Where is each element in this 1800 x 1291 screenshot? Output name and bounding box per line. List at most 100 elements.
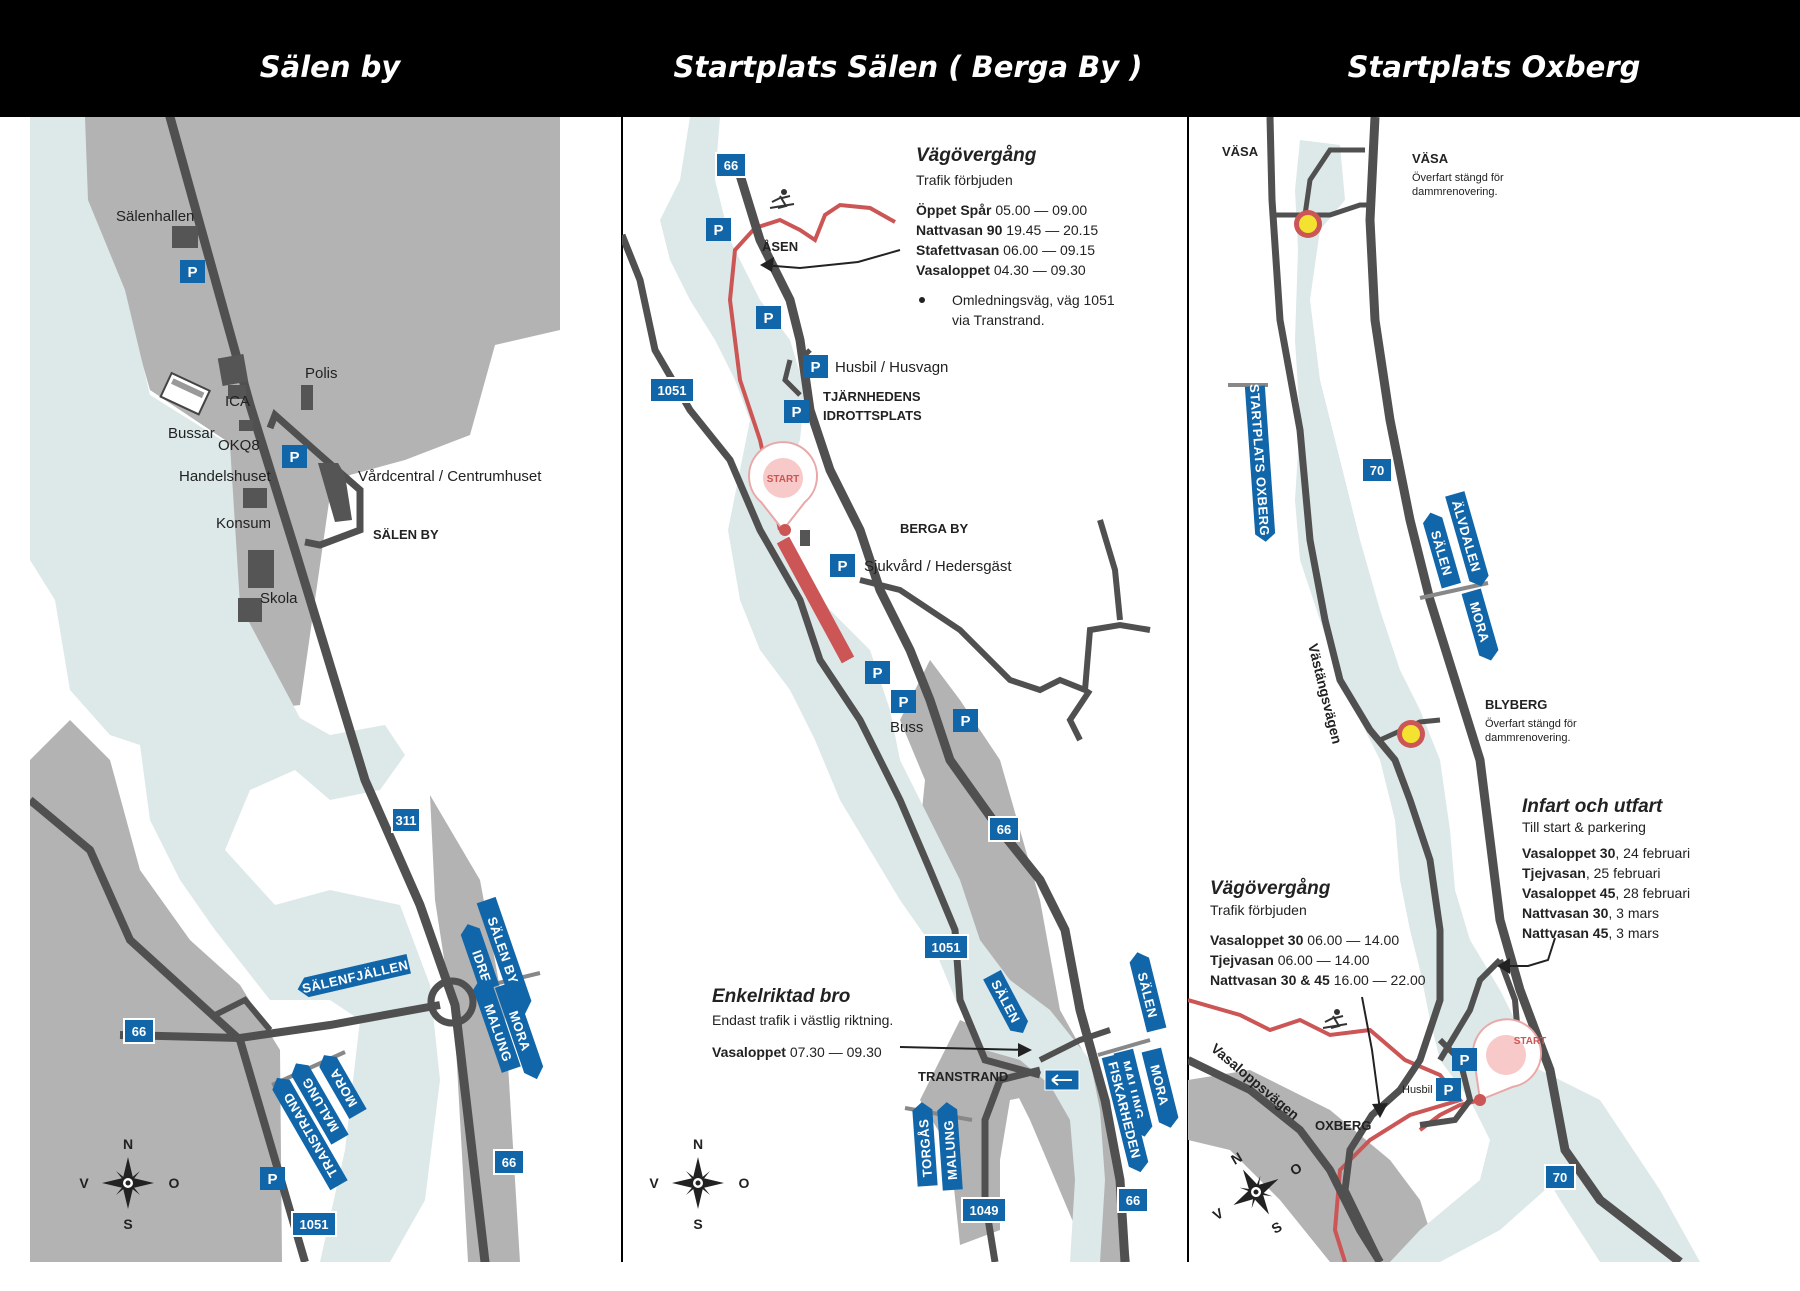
panel-startplats-oxberg-map: START VÄSA VÄSA Överfart stängd för damm… bbox=[1188, 117, 1700, 1262]
place-husbil: Husbil / Husvagn bbox=[835, 359, 948, 376]
parking-icon: P bbox=[180, 260, 205, 283]
place-konsum: Konsum bbox=[216, 515, 271, 532]
road-shield-66: 66 bbox=[715, 152, 747, 178]
svg-text:Nattvasan 45, 3 mars: Nattvasan 45, 3 mars bbox=[1522, 925, 1659, 941]
start-marker: START bbox=[748, 441, 818, 531]
svg-text:1049: 1049 bbox=[970, 1203, 999, 1218]
parking-icon: P bbox=[260, 1167, 285, 1190]
oxberg-crossing-row: Vasaloppet 30 06.00 — 14.00 bbox=[1210, 932, 1399, 948]
svg-text:P: P bbox=[289, 449, 299, 466]
oxberg-crossing-title: Vägövergång bbox=[1210, 878, 1331, 899]
svg-text:Stafettvasan 06.00 — 09.15: Stafettvasan 06.00 — 09.15 bbox=[916, 242, 1095, 258]
svg-text:Vasaloppet 45, 28 februari: Vasaloppet 45, 28 februari bbox=[1522, 885, 1690, 901]
road-shield-70: 70 bbox=[1361, 457, 1393, 483]
svg-text:66: 66 bbox=[1126, 1193, 1140, 1208]
place-vasa-right: VÄSA bbox=[1412, 151, 1449, 166]
compass-icon: N S V O bbox=[1210, 1149, 1305, 1237]
svg-text:P: P bbox=[872, 665, 882, 682]
svg-text:V: V bbox=[79, 1175, 89, 1191]
svg-text:Vasaloppet 30 06.00 — 14.00: Vasaloppet 30 06.00 — 14.00 bbox=[1210, 932, 1399, 948]
svg-text:P: P bbox=[187, 264, 197, 281]
svg-text:66: 66 bbox=[502, 1155, 516, 1170]
place-idrottsplats: IDROTTSPLATS bbox=[823, 408, 922, 423]
svg-text:1051: 1051 bbox=[300, 1217, 329, 1232]
svg-text:START: START bbox=[767, 474, 800, 485]
svg-text:66: 66 bbox=[997, 822, 1011, 837]
place-handelshuset: Handelshuset bbox=[179, 468, 272, 485]
place-vasa-left: VÄSA bbox=[1222, 144, 1259, 159]
crossing-row: Stafettvasan 06.00 — 09.15 bbox=[916, 242, 1095, 258]
svg-text:N: N bbox=[123, 1136, 133, 1152]
direction-sign-salen: SÄLEN bbox=[1423, 512, 1461, 589]
place-sjukvard: Sjukvård / Hedersgäst bbox=[864, 558, 1012, 575]
bridge-title: Enkelriktad bro bbox=[712, 986, 850, 1007]
infart-row: Nattvasan 45, 3 mars bbox=[1522, 925, 1659, 941]
svg-text:Nattvasan 30 & 45 16.00 — 22.0: Nattvasan 30 & 45 16.00 — 22.00 bbox=[1210, 972, 1426, 988]
svg-text:O: O bbox=[169, 1175, 180, 1191]
svg-text:P: P bbox=[898, 694, 908, 711]
parking-icon: P bbox=[784, 400, 809, 423]
place-blyberg: BLYBERG bbox=[1485, 697, 1547, 712]
svg-text:START: START bbox=[1514, 1036, 1547, 1047]
svg-text:Vasaloppet 30, 24 februari: Vasaloppet 30, 24 februari bbox=[1522, 845, 1690, 861]
header-bar bbox=[0, 0, 1800, 117]
parking-icon: P bbox=[1436, 1078, 1461, 1101]
blyberg-note-2: dammrenovering. bbox=[1485, 732, 1571, 744]
svg-text:P: P bbox=[1443, 1082, 1453, 1099]
svg-text:P: P bbox=[1459, 1052, 1469, 1069]
place-salenhallen: Sälenhallen bbox=[116, 208, 194, 225]
infart-row: Vasaloppet 30, 24 februari bbox=[1522, 845, 1690, 861]
parking-icon: P bbox=[830, 554, 855, 577]
svg-text:1051: 1051 bbox=[932, 940, 961, 955]
direction-sign-torgas: TORGÅS bbox=[912, 1102, 938, 1187]
direction-sign-malung: MALUNG bbox=[937, 1102, 963, 1191]
svg-text:P: P bbox=[810, 359, 820, 376]
infart-row: Tjejvasan, 25 februari bbox=[1522, 865, 1661, 881]
svg-text:S: S bbox=[1268, 1218, 1284, 1237]
svg-text:P: P bbox=[791, 404, 801, 421]
vasa-note-2: dammrenovering. bbox=[1412, 186, 1498, 198]
parking-icon: P bbox=[1452, 1048, 1477, 1071]
place-husbil: Husbil bbox=[1402, 1084, 1433, 1096]
svg-text:311: 311 bbox=[396, 813, 417, 828]
place-transtrand: TRANSTRAND bbox=[918, 1069, 1008, 1084]
compass-icon: N S V O bbox=[79, 1136, 179, 1232]
crossing-subtitle: Trafik förbjuden bbox=[916, 172, 1013, 188]
oxberg-crossing-subtitle: Trafik förbjuden bbox=[1210, 902, 1307, 918]
crossing-row: Öppet Spår 05.00 — 09.00 bbox=[916, 202, 1087, 218]
skier-icon bbox=[1322, 1009, 1348, 1029]
crossing-row: Vasaloppet 04.30 — 09.30 bbox=[916, 262, 1086, 278]
crossing-title: Vägövergång bbox=[916, 145, 1037, 166]
svg-text:P: P bbox=[763, 310, 773, 327]
svg-text:P: P bbox=[960, 713, 970, 730]
road-shield-1049: 1049 bbox=[961, 1197, 1007, 1223]
detour-note-2: via Transtrand. bbox=[952, 312, 1045, 328]
direction-sign-mora: MORA bbox=[1461, 588, 1499, 661]
bridge-row: Vasaloppet 07.30 — 09.30 bbox=[712, 1044, 882, 1060]
svg-text:Vasaloppet 04.30 — 09.30: Vasaloppet 04.30 — 09.30 bbox=[916, 262, 1086, 278]
svg-text:Tjejvasan, 25 februari: Tjejvasan, 25 februari bbox=[1522, 865, 1661, 881]
bridge-subtitle: Endast trafik i västlig riktning. bbox=[712, 1012, 893, 1028]
panel-startplats-salen-map: START Vägövergång Trafik förbjuden Öppet… bbox=[622, 117, 1179, 1262]
svg-text:P: P bbox=[713, 222, 723, 239]
parking-icon: P bbox=[891, 690, 916, 713]
place-vardcentral: Vårdcentral / Centrumhuset bbox=[358, 468, 542, 485]
svg-text:Öppet Spår 05.00 — 09.00: Öppet Spår 05.00 — 09.00 bbox=[916, 202, 1087, 218]
place-skola: Skola bbox=[260, 590, 298, 607]
place-polis: Polis bbox=[305, 365, 338, 382]
svg-text:S: S bbox=[123, 1216, 132, 1232]
svg-text:70: 70 bbox=[1370, 463, 1384, 478]
road-shield-311: 311 bbox=[391, 807, 421, 833]
blyberg-note-1: Överfart stängd för bbox=[1485, 718, 1577, 730]
place-oxberg: OXBERG bbox=[1315, 1118, 1371, 1133]
svg-text:1051: 1051 bbox=[658, 383, 687, 398]
infart-subtitle: Till start & parkering bbox=[1522, 819, 1646, 835]
oxberg-crossing-row: Tjejvasan 06.00 — 14.00 bbox=[1210, 952, 1370, 968]
place-ica: ICA bbox=[225, 393, 250, 410]
road-shield-66: 66 bbox=[493, 1149, 525, 1175]
svg-text:66: 66 bbox=[132, 1024, 146, 1039]
road-shield-1051: 1051 bbox=[649, 377, 695, 403]
parking-icon: P bbox=[282, 445, 307, 468]
svg-text:V: V bbox=[649, 1175, 659, 1191]
